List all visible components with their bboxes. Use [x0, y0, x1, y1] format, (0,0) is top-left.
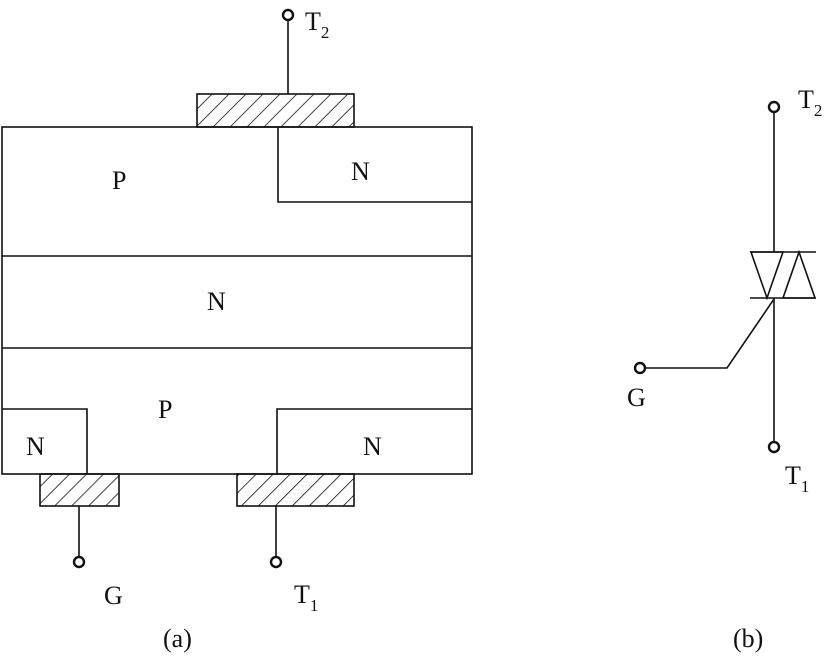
- symbol-down-triangle: [749, 251, 785, 301]
- triac-structure: [1, 126, 473, 475]
- top-n-region: [277, 127, 472, 203]
- region-label-bottom-left-n: N: [26, 432, 45, 461]
- symbol-up-triangle: [781, 249, 817, 299]
- region-label-top-p: P: [112, 166, 126, 195]
- t2-contact: [196, 93, 355, 128]
- t2-terminal-node: [281, 8, 295, 22]
- bottom-right-n-region: [276, 408, 472, 474]
- region-label-middle-n: N: [207, 287, 226, 316]
- caption-b: (b): [733, 624, 763, 653]
- symbol-t1-label: T1: [785, 461, 809, 496]
- region-label-top-n: N: [351, 157, 370, 186]
- symbol-t2-label: T2: [798, 85, 822, 120]
- symbol-t2-node: [767, 100, 781, 114]
- t1-label: T1: [294, 580, 318, 615]
- bottom-left-n-region: [2, 408, 88, 474]
- symbol-gate-lead: [645, 298, 775, 369]
- gate-contact: [39, 473, 120, 507]
- symbol-gate-label: G: [627, 383, 646, 412]
- triac-symbol: [645, 112, 817, 442]
- t1-contact: [236, 473, 355, 507]
- symbol-t1-node: [767, 440, 781, 454]
- gate-label: G: [104, 581, 123, 610]
- caption-a: (a): [163, 624, 192, 653]
- t2-label: T2: [305, 7, 329, 42]
- device-body: [1, 126, 473, 475]
- region-label-bottom-p: P: [158, 395, 172, 424]
- region-label-bottom-right-n: N: [363, 432, 382, 461]
- t1-terminal-node: [269, 555, 283, 569]
- gate-terminal-node: [72, 555, 86, 569]
- symbol-gate-node: [633, 361, 647, 375]
